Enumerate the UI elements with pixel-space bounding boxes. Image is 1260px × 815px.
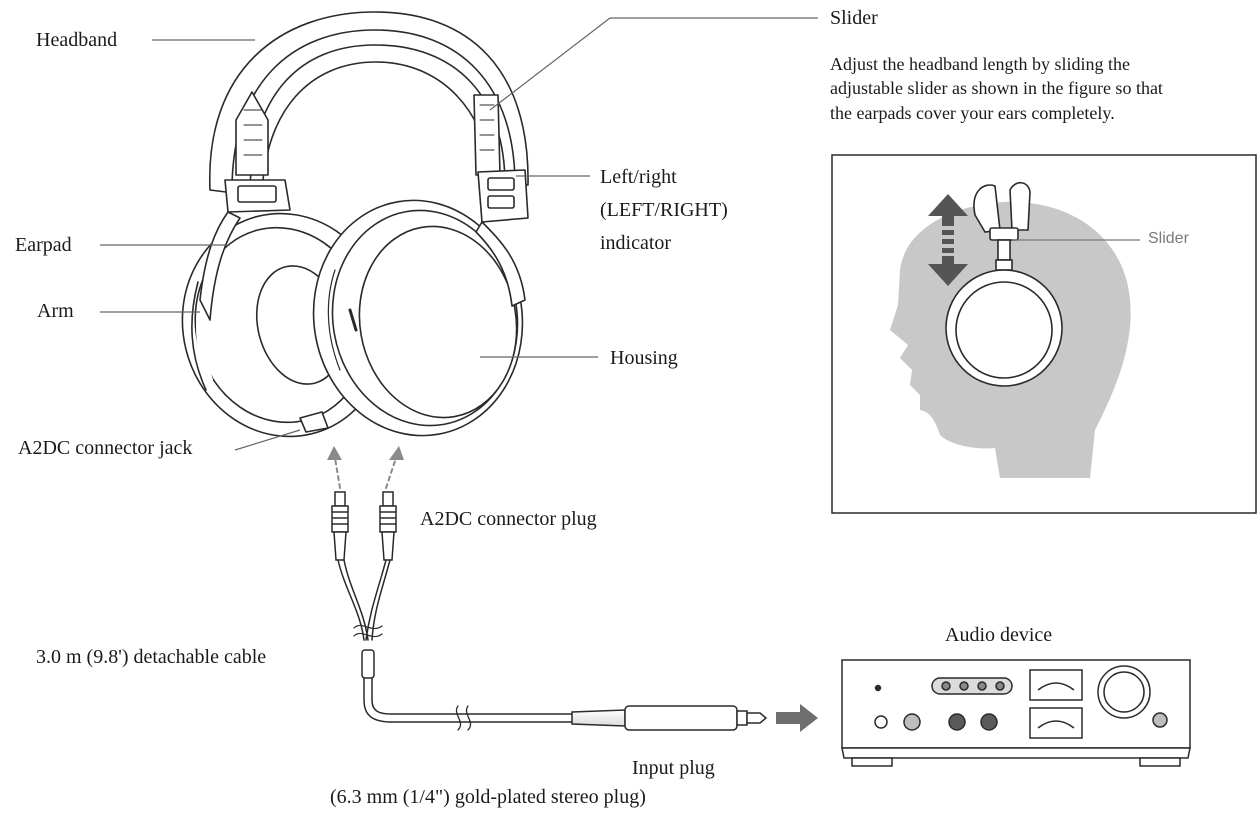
leader-lines: [100, 17, 818, 451]
label-input-plug-1: Input plug: [632, 757, 715, 779]
label-lr-indicator-3: indicator: [600, 232, 672, 254]
slider-note-line1: Adjust the headband length by sliding th…: [830, 54, 1130, 74]
connect-arrow: [776, 704, 818, 732]
slider-inset: [831, 154, 1257, 514]
right-housing: [358, 225, 518, 419]
label-earpad: Earpad: [15, 234, 72, 256]
headphones-illustration: [181, 11, 529, 438]
label-a2dc-plug: A2DC connector plug: [420, 508, 597, 530]
slider-note-line2: adjustable slider as shown in the figure…: [830, 78, 1163, 99]
slider-note-line3: the earpads cover your ears completely.: [830, 102, 1115, 123]
label-cable: 3.0 m (9.8') detachable cable: [36, 646, 267, 668]
label-audio-device: Audio device: [945, 624, 1053, 646]
label-lr-indicator-2: (LEFT/RIGHT): [600, 199, 728, 221]
label-headband: Headband: [36, 29, 118, 51]
label-input-plug-2: (6.3 mm (1/4") gold-plated stereo plug): [330, 786, 646, 808]
headphone-jack-icon: [874, 715, 888, 729]
slider-note: Adjust the headband length by sliding th…: [830, 52, 1260, 125]
left-arm: [199, 211, 241, 321]
label-housing: Housing: [610, 347, 678, 369]
vu-meter-bottom: [1029, 707, 1083, 739]
vu-meter-top: [1029, 669, 1083, 701]
audio-device: [841, 659, 1191, 767]
input-plug: [571, 705, 768, 731]
right-a2dc-plug: [379, 491, 397, 561]
inset-label-slider: Slider: [1148, 230, 1189, 247]
label-slider: Slider: [830, 7, 878, 29]
left-a2dc-plug: [331, 491, 349, 561]
left-slider-strip: [235, 91, 269, 176]
right-arm: [475, 221, 526, 307]
adjust-arrow-icon: [928, 194, 968, 286]
label-lr-indicator-1: Left/right: [600, 166, 677, 188]
left-yoke: [224, 179, 291, 213]
label-arm: Arm: [37, 300, 74, 322]
inset-slider-block: [989, 227, 1019, 241]
cable-assembly: [327, 446, 768, 731]
a2dc-jack-shape: [299, 411, 329, 433]
insert-arrows: [334, 457, 397, 489]
cable-splitter: [361, 649, 375, 679]
headband-shape: [209, 11, 529, 196]
label-a2dc-jack: A2DC connector jack: [18, 437, 193, 459]
